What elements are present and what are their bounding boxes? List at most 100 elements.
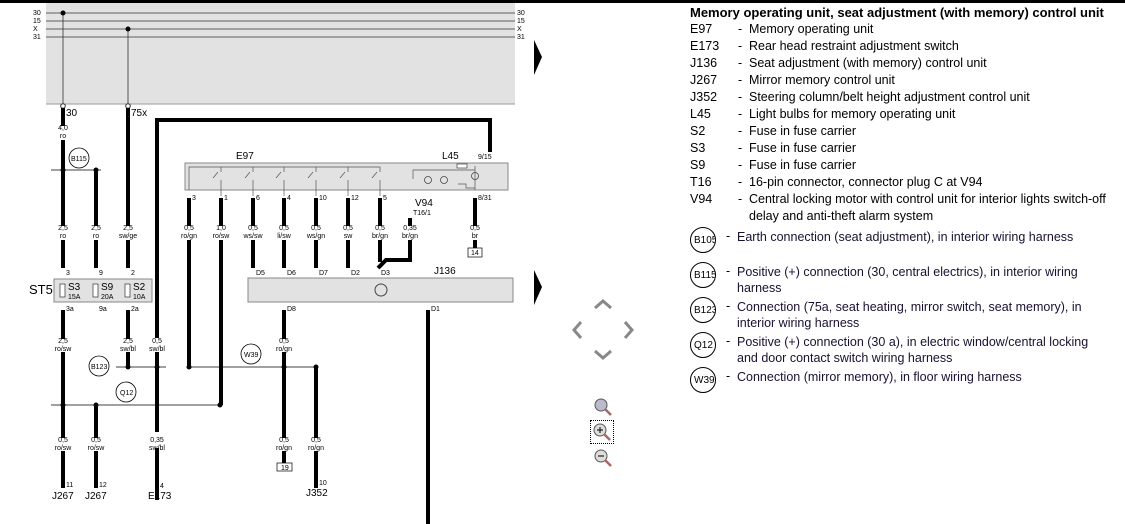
connection-symbol: B115 [690,262,716,288]
wire-size-label: 2,5 [123,338,133,345]
wire-color-label: ro [60,133,66,140]
bus-label-15: 15 [33,18,41,25]
fuse-s3-label: S3 [68,282,81,293]
legend-desc: Positive (+) connection (30 a), in elect… [737,335,1089,365]
e97-pin-label: 12 [351,195,359,202]
pin-8-31: 8/31 [478,195,492,202]
legend-dash: - [738,124,743,138]
connection-q12: Q12 [120,390,133,397]
connection-b115: B115 [71,156,87,163]
zoom-reset-icon[interactable] [593,397,613,417]
wire-size-label: 0,35 [403,225,417,232]
legend-panel: Memory operating unit, seat adjustment (… [690,5,1125,393]
j267-label-1: J267 [52,491,74,502]
wire-color-label: ro/gn [276,445,292,452]
pan-up-icon[interactable] [592,297,614,311]
j136-pin-label: D1 [431,306,440,313]
connection-b123: B123 [91,364,107,371]
connection-symbol: Q12 [690,332,716,358]
legend-connection-item: Q12-Positive (+) connection (30 a), in e… [690,332,1107,366]
pan-right-icon[interactable] [622,319,636,341]
e97-memory-operating-unit[interactable] [184,162,509,191]
end-pin-label: 11 [66,482,73,489]
legend-code: J352 [690,90,718,104]
wire-size-label: 0,5 [279,338,289,345]
legend-dash: - [726,264,731,278]
end-pin-label: 12 [99,482,107,489]
legend-dash: - [726,334,731,348]
e97-label: E97 [236,151,254,162]
wire-color-label: ro/gn [181,233,197,240]
wire-size-label: 0,5 [279,225,289,232]
legend-code: E173 [690,39,720,53]
fuse-pin-out: 9a [99,306,107,313]
legend-desc: Fuse in fuse carrier [749,158,856,172]
wire-size-label: 0,5 [311,225,321,232]
e173-label: E173 [148,491,172,502]
j136-pin-label: D3 [381,270,390,277]
ref-box-14: 14 [471,250,479,257]
wire-color-label: br/gn [372,233,388,240]
wire-color-label: ro/sw [55,445,73,452]
legend-dash: - [738,192,743,206]
wire-size-label: 0,5 [343,225,353,232]
j136-pin-label: D7 [319,270,328,277]
terminal-30-label: 30 [66,108,78,119]
legend-desc: Memory operating unit [749,22,874,36]
pan-down-icon[interactable] [592,348,614,362]
legend-connection-item: B115-Positive (+) connection (30, centra… [690,262,1107,296]
wire-color-label: br [472,233,479,240]
wire-size-label: 0,5 [91,437,101,444]
legend-desc: Light bulbs for memory operating unit [749,107,956,121]
legend-item: J136-Seat adjustment (with memory) contr… [690,55,1125,72]
legend-code: V94 [690,192,713,206]
zoom-in-icon[interactable] [590,420,614,444]
bus-label-x-right: X [517,26,522,33]
wiring-diagram[interactable]: 30 15 X 31 30 15 X 31 30 75x [0,0,680,524]
wire-color-label: sw/ge [119,233,137,240]
legend-item: J352 -Steering column/belt height adjustm… [690,89,1125,106]
wire-size-label: 1,0 [216,225,226,232]
bus-label-30-right: 30 [517,10,525,17]
legend-dash: - [738,22,743,36]
st5-label: ST5 [29,282,53,297]
e97-pin-label: 3 [192,195,196,202]
next-page-arrow-icon[interactable] [534,40,542,75]
legend-dash: - [738,141,743,155]
legend-dash: - [738,90,743,104]
legend-desc: Steering column/belt height adjustment c… [749,90,1030,104]
next-page-arrow-icon-lower[interactable] [534,270,542,305]
legend-item: J267-Mirror memory control unit [690,72,1125,89]
pan-left-icon[interactable] [570,319,584,341]
wire-color-label: ro/sw [213,233,231,240]
legend-code: S3 [690,141,706,155]
wire-color-label: ws/gn [306,233,325,240]
zoom-out-icon[interactable] [593,448,613,468]
legend-code: J136 [690,56,718,70]
legend-dash: - [738,175,743,189]
wire-size-label: 0,5 [248,225,258,232]
j267-label-2: J267 [85,491,107,502]
legend-desc: Fuse in fuse carrier [749,141,856,155]
wire-color-label: ro [93,233,99,240]
j136-seat-control-unit[interactable] [247,277,514,303]
fuse-pin-in: 3 [66,270,70,277]
legend-item: S9-Fuse in fuse carrier [690,157,1125,174]
fuse-s9-rating: 20A [101,294,114,301]
fuse-s9-label: S9 [101,282,114,293]
connection-w39: W39 [244,352,259,359]
wire-size-label: 2,5 [123,225,133,232]
bus-label-30: 30 [33,10,41,17]
legend-dash: - [726,299,731,313]
wire-size-label: 0,5 [58,437,68,444]
fuse-pin-out: 2a [131,306,139,313]
legend-item: E97-Memory operating unit [690,21,1125,38]
e97-pin-label: 1 [224,195,228,202]
wire-size-label: 2,5 [58,225,68,232]
legend-item: S3 -Fuse in fuse carrier [690,140,1125,157]
legend-code: T16 [690,175,712,189]
legend-connection-item: W39-Connection (mirror memory), in floor… [690,367,1107,393]
legend-desc: Central locking motor with control unit … [749,192,1106,223]
legend-item: S2-Fuse in fuse carrier [690,123,1125,140]
wire-color-label: ro [60,233,66,240]
